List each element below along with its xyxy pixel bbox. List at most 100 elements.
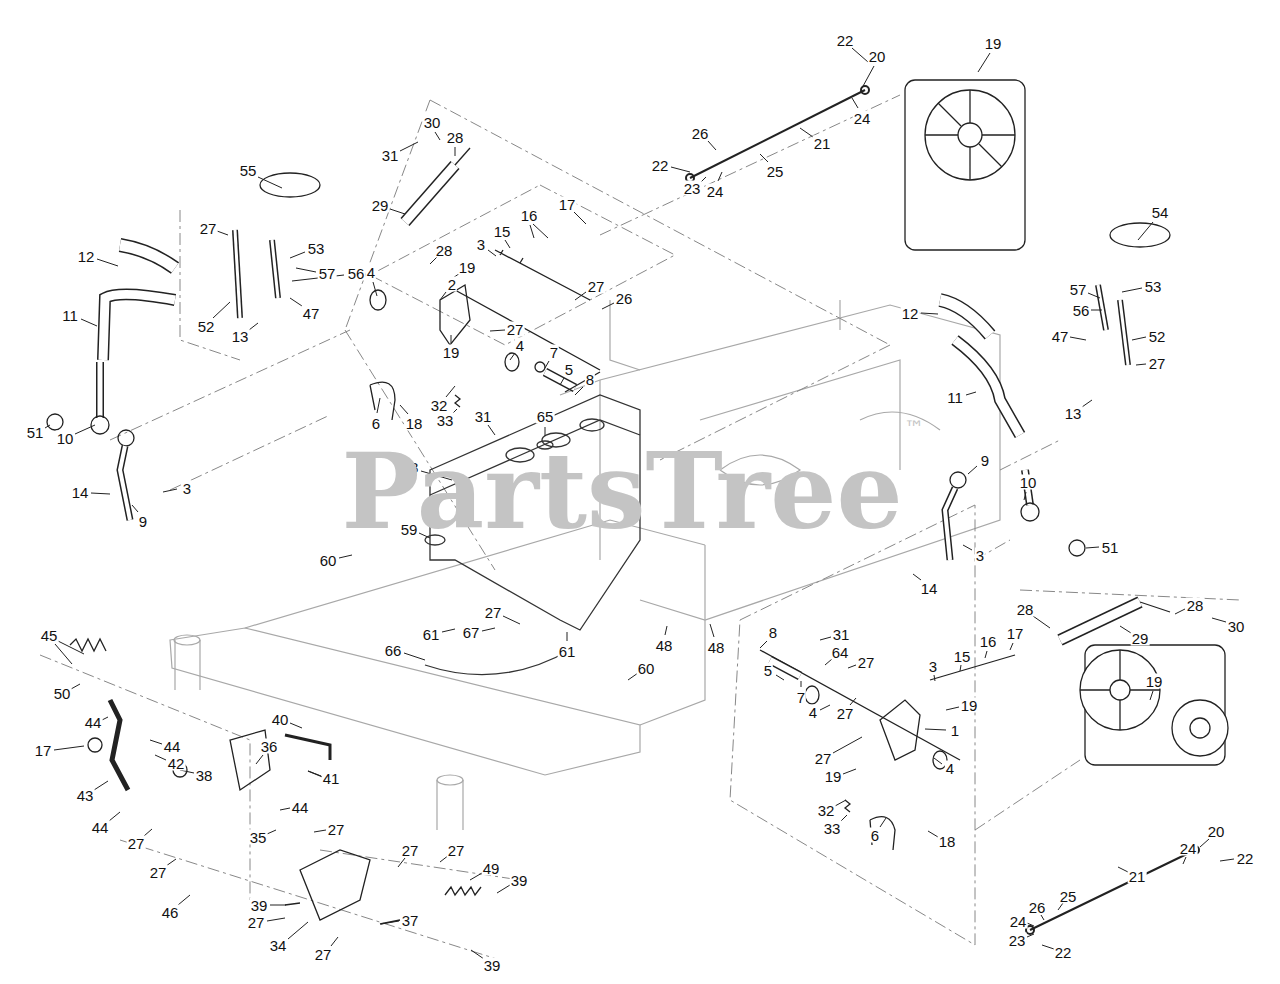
watermark: PartsTree [341,440,902,544]
callout-number: 25 [1059,889,1078,904]
callout-number: 47 [302,306,321,321]
callout-number: 2 [447,277,457,292]
callout-number: 19 [984,36,1003,51]
callout-number: 31 [832,627,851,642]
callout-number: 18 [938,834,957,849]
callout-number: 65 [536,409,555,424]
callout-number: 4 [945,761,955,776]
callout-number: 30 [1227,619,1246,634]
callout-number: 23 [683,181,702,196]
callout-number: 19 [458,260,477,275]
callout-number: 34 [269,938,288,953]
callout-number: 45 [40,628,59,643]
callout-number: 54 [1151,205,1170,220]
callout-number: 22 [1236,851,1255,866]
callout-number: 3 [928,659,938,674]
group-outline [40,95,1240,960]
callout-number: 41 [322,771,341,786]
callout-number: 67 [462,625,481,640]
callout-number: 39 [510,873,529,888]
callout-number: 8 [585,372,595,387]
callout-number: 20 [1207,824,1226,839]
callout-number: 26 [691,126,710,141]
callout-number: 28 [446,130,465,145]
callout-number: 4 [515,338,525,353]
callout-number: 27 [836,706,855,721]
callout-number: 31 [381,148,400,163]
callout-number: 27 [814,751,833,766]
callout-number: 51 [1101,540,1120,555]
callout-number: 15 [493,224,512,239]
callout-number: 27 [447,843,466,858]
callout-number: 7 [796,690,806,705]
callout-number: 3 [182,481,192,496]
callout-number: 9 [138,514,148,529]
brake-linkage [70,639,481,924]
callout-number: 6 [870,828,880,843]
callout-number: 29 [1131,631,1150,646]
callout-number: 56 [1072,303,1091,318]
callout-number: 51 [26,425,45,440]
callout-number: 11 [946,390,964,405]
callout-number: 27 [327,822,346,837]
callout-number: 4 [366,265,376,280]
callout-number: 9 [980,453,990,468]
steering-lever [47,245,1085,560]
callout-number: 35 [249,830,268,845]
callout-number: 32 [817,803,836,818]
callout-number: 39 [483,958,502,973]
callout-number: 16 [979,634,998,649]
callout-number: 27 [1148,356,1167,371]
callout-number: 27 [857,655,876,670]
callout-number: 32 [430,398,449,413]
control-assembly [370,148,600,420]
callout-number: 27 [247,915,266,930]
callout-number: 60 [637,661,656,676]
callout-number: 23 [1008,933,1027,948]
callout-number: 46 [161,905,180,920]
callout-number: 42 [167,756,186,771]
callout-number: 30 [423,115,442,130]
callout-number: 56 [347,266,366,281]
callout-number: 33 [436,413,455,428]
callout-number: 49 [482,861,501,876]
callout-number: 60 [319,553,338,568]
callout-number: 21 [1128,869,1147,884]
callout-number: 16 [520,208,539,223]
callout-number: 4 [808,705,818,720]
callout-number: 24 [706,184,725,199]
callout-number: 26 [1028,900,1047,915]
callout-number: 14 [920,581,939,596]
callout-number: 8 [768,625,778,640]
callout-number: 52 [1148,329,1167,344]
callout-number: 27 [127,836,146,851]
callout-number: 20 [868,49,887,64]
callout-number: 52 [197,319,216,334]
callout-number: 3 [476,237,486,252]
callout-number: 28 [1186,598,1205,613]
callout-number: 19 [442,345,461,360]
callout-number: 36 [260,739,279,754]
callout-number: 27 [506,322,525,337]
callout-number: 57 [1069,282,1088,297]
callout-number: 64 [831,645,850,660]
callout-number: 11 [61,308,79,323]
callout-number: 27 [199,221,218,236]
callout-number: 44 [84,715,103,730]
callout-number: 57 [318,266,337,281]
callout-number: 27 [401,843,420,858]
callout-number: 19 [824,769,843,784]
callout-number: 19 [1145,674,1164,689]
callout-number: 22 [836,33,855,48]
callout-number: 48 [707,640,726,655]
hydro-pump [905,80,1228,765]
callout-number: 3 [975,548,985,563]
callout-number: 61 [558,644,577,659]
callout-number: 53 [1144,279,1163,294]
callout-number: 12 [901,306,920,321]
callout-number: 14 [71,485,90,500]
callout-number: 25 [766,164,785,179]
callout-number: 48 [655,638,674,653]
callout-number: 17 [1006,626,1025,641]
